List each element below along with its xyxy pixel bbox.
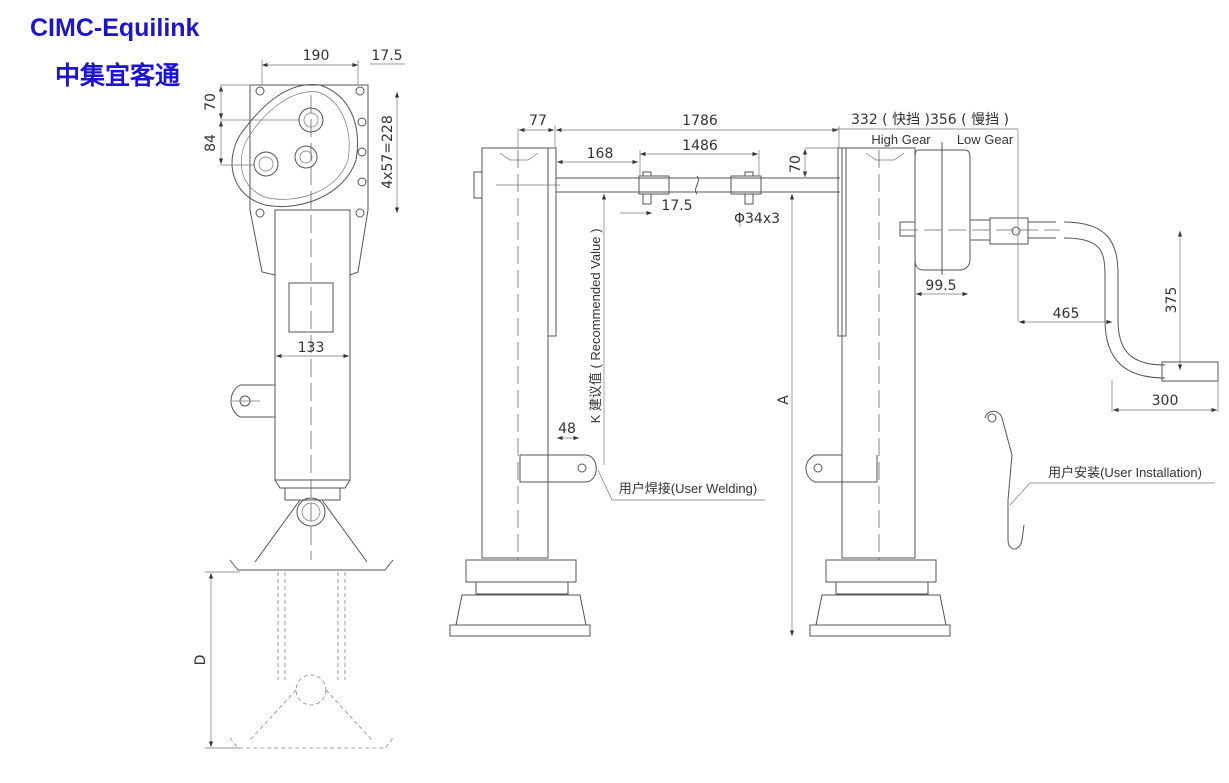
front-view-left-leg bbox=[449, 147, 597, 637]
dim-bracket-width: 48 bbox=[558, 421, 576, 437]
dim-gear-offsets: 332 ( 快挡 )356 ( 慢挡 ) bbox=[851, 111, 1009, 128]
dim-tube-width: 133 bbox=[298, 340, 325, 356]
front-view-cross-shaft bbox=[556, 171, 840, 205]
side-view-dimensions: 190 17.5 70 84 4x57=228 133 D bbox=[193, 48, 405, 749]
user-installation-hook bbox=[984, 410, 1025, 550]
dim-offset: 17.5 bbox=[371, 48, 402, 64]
dim-stroke: D bbox=[193, 655, 209, 666]
dim-shaft-length: 1486 bbox=[682, 138, 718, 154]
dim-handle-length: 300 bbox=[1152, 393, 1179, 409]
dim-shaft-height: 70 bbox=[788, 155, 804, 173]
dim-coupling-offset: 17.5 bbox=[661, 198, 692, 214]
front-view-right-leg bbox=[805, 147, 951, 637]
dim-crank-drop: 375 bbox=[1164, 287, 1180, 314]
dim-top-width: 190 bbox=[303, 48, 330, 64]
front-view-gearbox-crank bbox=[899, 142, 1219, 382]
brand-name-cn: 中集宜客通 bbox=[55, 62, 181, 90]
front-view-dimensions: 77 1786 168 1486 70 17.5 Φ34x3 K 建议值 ( R… bbox=[517, 111, 1219, 636]
dim-height-a: A bbox=[776, 395, 792, 405]
side-view-jack bbox=[229, 83, 394, 749]
dim-crank-reach: 465 bbox=[1053, 306, 1080, 322]
note-user-welding: 用户焊接(User Welding) bbox=[619, 481, 757, 496]
dim-upper-height: 70 bbox=[203, 93, 219, 111]
brand-name-en: CIMC-Equilink bbox=[30, 14, 200, 42]
dim-overall-span: 1786 bbox=[682, 113, 718, 129]
dim-plate-offset: 77 bbox=[529, 113, 547, 129]
dim-shaft-offset: 168 bbox=[587, 146, 614, 162]
dim-shaft-tube: Φ34x3 bbox=[734, 211, 780, 227]
dim-mid-height: 84 bbox=[203, 134, 219, 152]
dim-gearbox-width: 99.5 bbox=[925, 278, 956, 294]
label-high-gear: High Gear bbox=[871, 132, 931, 147]
label-low-gear: Low Gear bbox=[957, 132, 1014, 147]
note-user-installation: 用户安装(User Installation) bbox=[1048, 465, 1202, 480]
dim-hole-pitch: 4x57=228 bbox=[380, 115, 396, 188]
k-recommended-value-label: K 建议值 ( Recommended Value ) bbox=[588, 229, 603, 424]
